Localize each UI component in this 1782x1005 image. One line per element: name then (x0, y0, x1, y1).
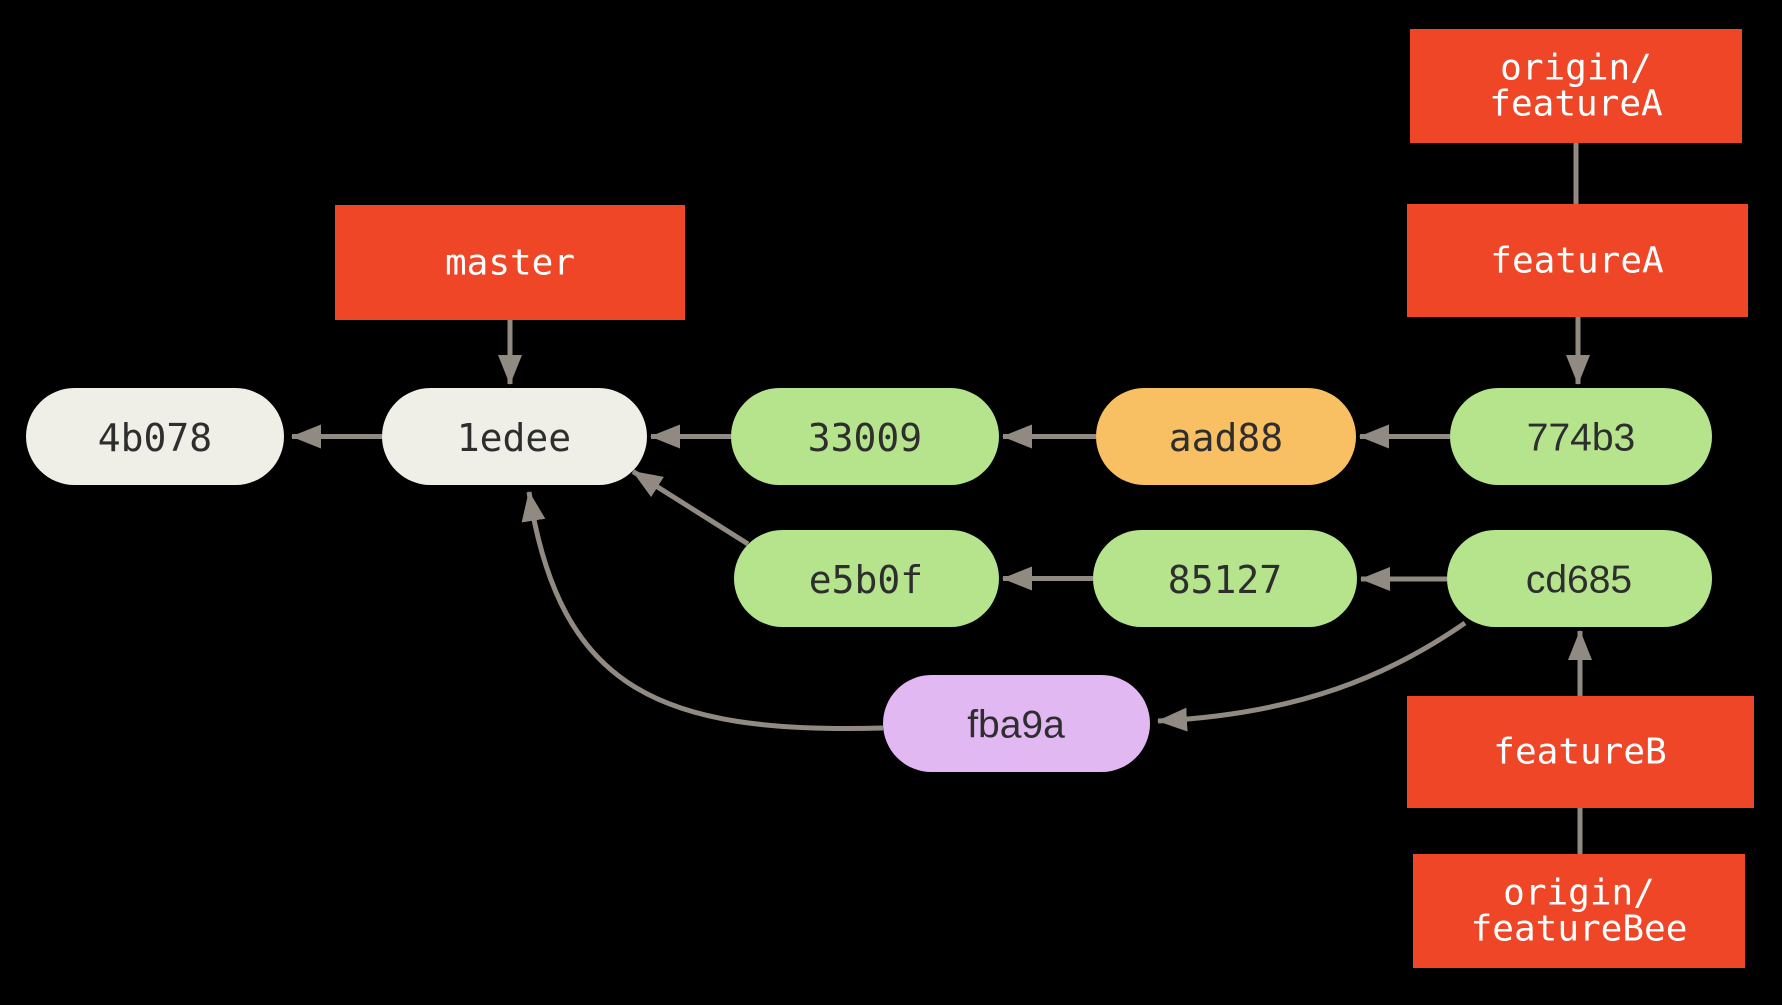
commit-fba9a: fba9a (883, 675, 1150, 772)
commit-cd685: cd685 (1447, 530, 1712, 627)
edge-e5b0f-to-1edee (631, 469, 750, 547)
commit-85127-pill (1093, 530, 1357, 627)
edges-layer (291, 143, 1592, 854)
commit-4b078-pill (26, 388, 284, 485)
branch-label-featureA: featureA (1407, 204, 1748, 317)
commit-e5b0f: e5b0f (734, 530, 999, 627)
commit-1edee: 1edee (382, 388, 647, 485)
branch-label-origin-featureA-box (1410, 29, 1742, 143)
commit-33009-pill (731, 388, 999, 485)
branch-label-origin-featureBee: origin/ featureBee (1413, 854, 1745, 968)
commit-4b078: 4b078 (26, 388, 284, 485)
branch-label-featureB-box (1407, 696, 1754, 808)
branch-label-origin-featureBee-box (1413, 854, 1745, 968)
commit-e5b0f-pill (734, 530, 999, 627)
branch-label-origin-featureA: origin/ featureA (1410, 29, 1742, 143)
commit-774b3: 774b3 (1450, 388, 1712, 485)
edge-fba9a-to-1edee (521, 491, 884, 731)
branch-label-featureB: featureB (1407, 696, 1754, 808)
commit-aad88: aad88 (1096, 388, 1356, 485)
branch-label-master-box (335, 205, 685, 320)
commit-aad88-pill (1096, 388, 1356, 485)
commit-fba9a-pill (883, 675, 1150, 772)
commit-1edee-pill (382, 388, 647, 485)
edge-cd685-to-fba9a (1157, 620, 1467, 732)
commit-774b3-pill (1450, 388, 1712, 485)
commit-33009: 33009 (731, 388, 999, 485)
commit-85127: 85127 (1093, 530, 1357, 627)
commit-cd685-pill (1447, 530, 1712, 627)
branch-label-featureA-box (1407, 204, 1748, 317)
branch-label-master: master (335, 205, 685, 320)
